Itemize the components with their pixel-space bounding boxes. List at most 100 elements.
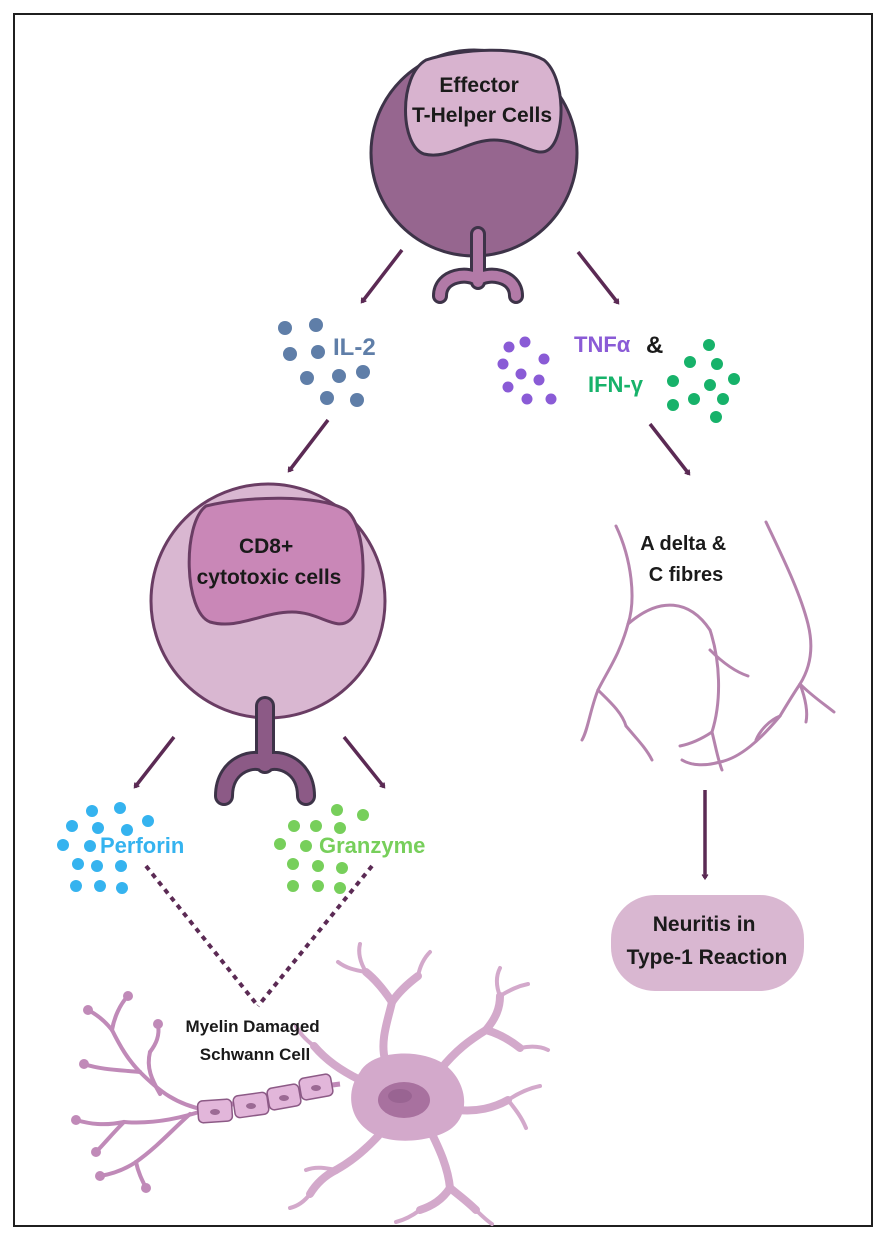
- perforin-to-schwann-line: [144, 864, 260, 1008]
- arrow-to-tnf-ifn: [576, 250, 620, 305]
- tnf-cluster: [497, 336, 557, 405]
- granzyme-particle: [287, 858, 299, 870]
- perforin-particle: [116, 882, 128, 894]
- t-helper-receptor: [435, 229, 521, 301]
- svg-text:Effector T-Helper Cells: Effector T-Helper Cells: [412, 74, 552, 127]
- granzyme-particle: [312, 860, 324, 872]
- arrow-to-cd8: [287, 418, 330, 473]
- cd8-label-line1: CD8+: [239, 535, 293, 558]
- perforin-cluster: [57, 802, 154, 894]
- granzyme-particle: [336, 862, 348, 874]
- tnf-label: TNFα: [574, 332, 631, 357]
- granzyme-particle: [334, 882, 346, 894]
- neuritis-label-line2: Type-1 Reaction: [627, 946, 788, 969]
- ifn-particle: [667, 399, 679, 411]
- perforin-particle: [121, 824, 133, 836]
- granzyme-particle: [274, 838, 286, 850]
- perforin-label: Perforin: [100, 833, 184, 858]
- il2-particle: [356, 365, 370, 379]
- svg-text:Myelin Damaged Schwann C: Myelin Damaged Schwann Cell: [186, 1017, 325, 1064]
- perforin-particle: [114, 802, 126, 814]
- schwann-label-line2: Schwann Cell: [200, 1045, 311, 1064]
- arrow-to-il2: [360, 248, 404, 304]
- tnf-particle: [502, 381, 514, 393]
- tnf-particle: [497, 358, 509, 370]
- granzyme-particle: [310, 820, 322, 832]
- t-helper-nucleus: [404, 48, 563, 157]
- fibre-right: [764, 520, 813, 686]
- tnf-particle: [533, 374, 545, 386]
- cd8-label-line2: cytotoxic cells: [197, 566, 342, 589]
- ifn-particle: [688, 393, 700, 405]
- granzyme-particle: [357, 809, 369, 821]
- tnf-particle: [503, 341, 515, 353]
- tnf-particle: [521, 393, 533, 405]
- tnf-particle: [545, 393, 557, 405]
- perforin-particle: [86, 805, 98, 817]
- neuritis-box: [611, 895, 804, 991]
- ifn-particle: [728, 373, 740, 385]
- axon-terminal-tips: [71, 991, 163, 1193]
- fibres-label-line1: A delta &: [640, 533, 726, 555]
- ifn-particle: [711, 358, 723, 370]
- il2-particle: [278, 321, 292, 335]
- perforin-particle: [92, 822, 104, 834]
- perforin-particle: [84, 840, 96, 852]
- ifn-particle: [704, 379, 716, 391]
- soma-dendrite-fine: [288, 942, 550, 1226]
- and-label: &: [646, 332, 663, 359]
- ifn-particle: [667, 375, 679, 387]
- t-helper-label-line1: Effector: [439, 74, 518, 97]
- granzyme-particle: [331, 804, 343, 816]
- perforin-particle: [70, 880, 82, 892]
- il2-particle: [300, 371, 314, 385]
- il2-cluster: [278, 318, 370, 407]
- perforin-particle: [72, 858, 84, 870]
- il2-particle: [350, 393, 364, 407]
- ifn-particle: [710, 411, 722, 423]
- perforin-particle: [66, 820, 78, 832]
- ifn-particle: [684, 356, 696, 368]
- perforin-particle: [57, 839, 69, 851]
- granzyme-cluster: [274, 804, 369, 894]
- granzyme-particle: [334, 822, 346, 834]
- arrow-to-perforin: [133, 735, 176, 789]
- cd8-receptor: [217, 699, 313, 803]
- il2-particle: [320, 391, 334, 405]
- arrow-to-granzyme: [342, 735, 386, 789]
- il2-particle: [283, 347, 297, 361]
- t-helper-cell: Effector T-Helper Cells: [369, 48, 579, 304]
- granzyme-particle: [312, 880, 324, 892]
- tnf-particle: [519, 336, 531, 348]
- t-helper-label-line2: T-Helper Cells: [412, 104, 552, 127]
- perforin-particle: [91, 860, 103, 872]
- il2-particle: [332, 369, 346, 383]
- il2-particle: [311, 345, 325, 359]
- svg-text:CD8+ cytotoxic cells: CD8+ cytotoxic cells: [197, 535, 342, 589]
- ifn-cluster: [667, 339, 740, 423]
- ifn-particle: [703, 339, 715, 351]
- ifn-label: IFN-γ: [588, 372, 644, 397]
- tnf-particle: [538, 353, 550, 365]
- neuritis-outcome: Neuritis in Type-1 Reaction: [611, 895, 804, 991]
- granzyme-to-schwann-line: [256, 864, 374, 1008]
- fibre-left: [596, 524, 634, 692]
- perforin-particle: [94, 880, 106, 892]
- schwann-neuron-illustration: Myelin Damaged Schwann Cell: [71, 942, 550, 1226]
- nerve-fibres: [580, 520, 836, 772]
- tnf-particle: [515, 368, 527, 380]
- il2-label: IL-2: [333, 334, 376, 361]
- ifn-particle: [717, 393, 729, 405]
- cd8-nucleus: [187, 496, 365, 626]
- cd8-cell: CD8+ cytotoxic cells: [149, 482, 387, 806]
- granzyme-particle: [288, 820, 300, 832]
- outer-frame: [13, 13, 873, 1227]
- myelin-segments: [196, 1073, 334, 1124]
- svg-text:Neuritis in Type-1 React: Neuritis in Type-1 Reaction: [627, 913, 788, 969]
- fibres-label-line2: C fibres: [649, 564, 723, 586]
- granzyme-particle: [287, 880, 299, 892]
- arrow-to-fibres: [648, 422, 691, 476]
- schwann-label-line1: Myelin Damaged: [186, 1017, 320, 1036]
